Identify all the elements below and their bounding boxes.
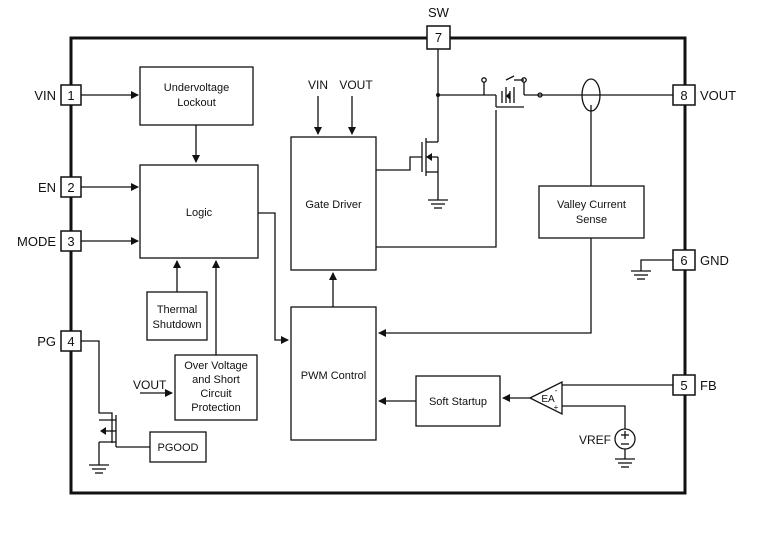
block-soft-start: Soft Startup (415, 375, 501, 427)
pin-vout: 8 VOUT (672, 84, 736, 106)
block-ovp-line4: Protection (191, 402, 241, 414)
block-pwm: PWM Control (290, 306, 377, 441)
high-side-switch-icon (481, 75, 527, 108)
pin-sw-label: SW (428, 5, 450, 20)
vref-source-icon (614, 428, 636, 450)
block-logic: Logic (139, 164, 259, 259)
pin-mode-label: MODE (17, 234, 56, 249)
pin-pg-number: 4 (67, 334, 74, 349)
ground-symbol-lowside-icon (428, 199, 448, 209)
pin-fb: 5 FB (672, 374, 717, 396)
pin-pg-label: PG (37, 334, 56, 349)
current-sense-ring-icon (581, 78, 601, 112)
pin-en-number: 2 (67, 180, 74, 195)
ea-plus-sign: + (554, 403, 559, 412)
pin-vout-label: VOUT (700, 88, 736, 103)
gd-vout-label: VOUT (339, 78, 373, 92)
block-uvlo-line1: Undervoltage (164, 82, 229, 94)
pin-mode-number: 3 (67, 234, 74, 249)
block-gate-driver-line1: Gate Driver (305, 199, 362, 211)
block-logic-line1: Logic (186, 207, 213, 219)
block-ovp-line2: and Short (192, 374, 240, 386)
block-uvlo-line2: Lockout (177, 97, 216, 109)
block-valley-line2: Sense (576, 214, 607, 226)
block-valley-current: Valley Current Sense (538, 185, 645, 239)
gd-vin-label: VIN (308, 78, 328, 92)
pin-pg: 4 PG (37, 330, 82, 352)
block-soft-start-line1: Soft Startup (429, 396, 487, 408)
ovp-vout-label: VOUT (133, 378, 167, 392)
pin-mode: 3 MODE (17, 230, 82, 252)
ea-minus-sign: - (555, 386, 558, 395)
pin-gnd-label: GND (700, 253, 729, 268)
ground-symbol-pg-icon (89, 464, 109, 474)
low-side-switch-icon (421, 138, 439, 200)
wire-vref-ea (562, 405, 626, 429)
ground-symbol-gnd-icon (631, 270, 651, 280)
block-valley-line1: Valley Current (557, 199, 626, 211)
wire-gd-highside-gate (376, 110, 497, 248)
ground-symbol-vref-icon (615, 458, 635, 468)
vref-label: VREF (579, 433, 611, 447)
pin-sw: 7 SW (426, 5, 451, 50)
wire-valley-pwm (378, 238, 592, 337)
error-amplifier: EA - + (528, 380, 563, 416)
error-amplifier-label: EA (541, 394, 555, 405)
pin-vin-number: 1 (67, 88, 74, 103)
wire-logic-pwm (258, 212, 289, 344)
block-uvlo: Undervoltage Lockout (139, 66, 254, 126)
wire-pg-pin (81, 340, 113, 419)
pin-sw-number: 7 (435, 30, 442, 45)
pg-mosfet-icon (98, 415, 117, 465)
pin-vout-number: 8 (680, 88, 687, 103)
block-pgood: PGOOD (149, 431, 207, 463)
wire-gd-lowside-gate (376, 156, 422, 171)
block-ovp: Over Voltage and Short Circuit Protectio… (174, 354, 258, 421)
block-thermal-line1: Thermal (157, 304, 197, 316)
block-pgood-line1: PGOOD (158, 442, 199, 454)
block-gate-driver: Gate Driver (290, 136, 377, 271)
pin-vin-label: VIN (34, 88, 56, 103)
pin-fb-number: 5 (680, 378, 687, 393)
block-pwm-line1: PWM Control (301, 370, 366, 382)
block-ovp-line1: Over Voltage (184, 360, 248, 372)
pin-en: 2 EN (38, 176, 82, 198)
pin-fb-label: FB (700, 378, 717, 393)
junction-highside-out (537, 92, 543, 98)
pin-gnd-number: 6 (680, 253, 687, 268)
block-thermal-line2: Shutdown (153, 319, 202, 331)
pin-vin: 1 VIN (34, 84, 82, 106)
block-thermal: Thermal Shutdown (146, 291, 208, 341)
wire-gnd-pin (640, 259, 673, 271)
pin-gnd: 6 GND (672, 249, 729, 271)
block-ovp-line3: Circuit (200, 388, 231, 400)
pin-en-label: EN (38, 180, 56, 195)
